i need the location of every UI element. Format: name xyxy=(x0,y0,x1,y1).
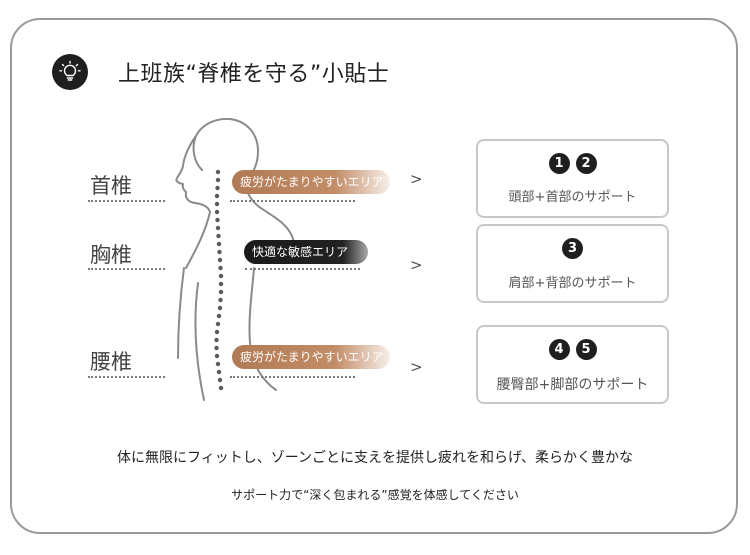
dotline-thoracic xyxy=(88,268,165,270)
dotline-lumbar xyxy=(88,376,165,378)
label-lumbar: 腰椎 xyxy=(90,350,132,374)
page-title: 上班族“脊椎を守る”小貼士 xyxy=(118,62,390,87)
arrow-1: > xyxy=(410,170,423,188)
caption-line-1: 体に無限にフィットし、ゾーンごとに支えを提供し疲れを和らげ、柔らかく豊かな xyxy=(116,450,634,466)
area-pill-thoracic: 快適な敏感エリア xyxy=(244,240,368,264)
support-text: 腰臀部+脚部のサポート xyxy=(496,377,649,393)
support-text: 頭部+首部のサポート xyxy=(508,190,637,205)
dotline-lumbar-right xyxy=(230,376,355,378)
dotline-cervical-right xyxy=(230,200,355,202)
spine-dots xyxy=(214,169,224,391)
support-text: 肩部+背部のサポート xyxy=(508,276,637,291)
support-box-waist-leg: 4 5 腰臀部+脚部のサポート xyxy=(476,325,669,404)
dotline-cervical xyxy=(88,200,165,202)
number-badge: 1 xyxy=(548,153,570,174)
support-box-shoulder-back: 3 肩部+背部のサポート xyxy=(476,224,669,303)
dotline-thoracic-right xyxy=(245,268,360,270)
lightbulb-icon xyxy=(52,54,88,90)
label-thoracic: 胸椎 xyxy=(90,243,132,267)
title-row: 上班族“脊椎を守る”小貼士 xyxy=(52,54,389,90)
area-pill-lumbar: 疲労がたまりやすいエリア xyxy=(232,345,390,369)
arrow-3: > xyxy=(410,358,423,376)
label-cervical: 首椎 xyxy=(90,174,132,198)
number-badge: 2 xyxy=(575,153,597,174)
number-badge: 5 xyxy=(575,339,597,360)
area-pill-cervical: 疲労がたまりやすいエリア xyxy=(232,170,390,194)
number-badge: 3 xyxy=(562,238,583,259)
caption-line-2: サポート力で“深く包まれる”感覚を体感してください xyxy=(231,488,519,502)
arrow-2: > xyxy=(410,256,423,274)
body-silhouette xyxy=(175,118,301,401)
number-badge: 4 xyxy=(548,339,570,360)
support-box-head-neck: 1 2 頭部+首部のサポート xyxy=(476,139,669,218)
